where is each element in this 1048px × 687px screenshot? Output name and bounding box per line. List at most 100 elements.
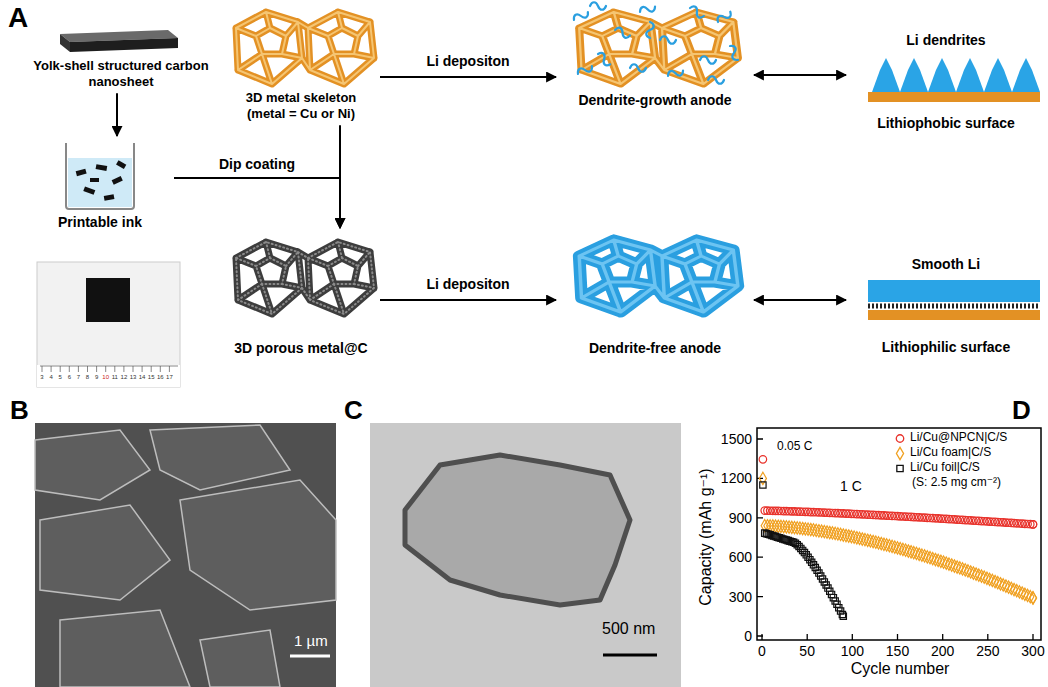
sem-image bbox=[60, 610, 190, 687]
figure-label: 200 bbox=[931, 643, 954, 659]
ink-beaker bbox=[96, 164, 108, 171]
tem-image bbox=[405, 455, 630, 605]
figure-label: 300 bbox=[1021, 643, 1044, 659]
tem-image bbox=[603, 654, 657, 657]
figure-label: 0 bbox=[758, 643, 766, 659]
dendrite-growth-anode bbox=[572, 2, 741, 84]
ink-photo bbox=[40, 366, 178, 372]
dendrite-surface bbox=[1012, 58, 1040, 92]
chart-axes bbox=[757, 428, 1041, 640]
sem-image bbox=[40, 505, 170, 600]
dendrite-growth-anode bbox=[614, 26, 632, 39]
data-point bbox=[759, 472, 766, 484]
ruler-number: 14 bbox=[139, 374, 146, 381]
porous-metal-carbon bbox=[236, 242, 374, 314]
figure-label: 0 bbox=[744, 628, 752, 644]
ink-beaker bbox=[76, 169, 87, 176]
ruler-number: 17 bbox=[166, 374, 173, 381]
ink-beaker bbox=[104, 194, 115, 201]
legend-marker bbox=[896, 435, 903, 472]
sem-image bbox=[200, 630, 280, 687]
figure-label: 300 bbox=[729, 589, 752, 605]
node-label: Smooth Li bbox=[912, 256, 980, 273]
panel-letter: D bbox=[1012, 396, 1031, 426]
dendrite-surface bbox=[900, 58, 928, 92]
figure-label: 1200 bbox=[721, 470, 752, 486]
ink-photo bbox=[86, 278, 130, 322]
figure-node: Printable ink bbox=[30, 140, 170, 231]
dendrite-surface bbox=[956, 58, 984, 92]
arrow-connector bbox=[380, 76, 556, 78]
porous-metal-carbon bbox=[236, 242, 374, 314]
dendrite-growth-anode bbox=[708, 76, 724, 84]
dendrite-growth-anode bbox=[639, 3, 657, 16]
carbon-nanosheet bbox=[70, 38, 178, 52]
data-point bbox=[1029, 521, 1036, 528]
ruler-number: 15 bbox=[148, 374, 155, 381]
porous-metal-carbon bbox=[236, 242, 374, 314]
dendrite-growth-anode bbox=[700, 56, 716, 64]
sem-image bbox=[35, 423, 336, 687]
ruler-number: 10 bbox=[102, 374, 109, 381]
figure-label: (S: 2.5 mg cm⁻²) bbox=[912, 476, 1001, 490]
legend-marker bbox=[896, 447, 903, 459]
node-label: Dendrite-free anode bbox=[589, 340, 721, 357]
arrow-connector bbox=[380, 299, 556, 301]
node-label: Li dendrites bbox=[906, 32, 985, 49]
figure-label: 100 bbox=[841, 643, 864, 659]
figure-label: 150 bbox=[886, 643, 909, 659]
figure-label: 1 C bbox=[840, 478, 862, 494]
figure-node: Dendrite-growth anode bbox=[560, 8, 750, 109]
figure-node: Dendrite-free anode bbox=[560, 232, 750, 357]
figure-label: 500 nm bbox=[602, 620, 655, 638]
chart-axes bbox=[757, 428, 1041, 640]
arrow-connector bbox=[754, 299, 846, 301]
edge-label: Li depositon bbox=[426, 276, 509, 292]
carbon-nanosheet bbox=[60, 34, 70, 52]
figure-node: Yolk-shell structured carbon nanosheet bbox=[5, 26, 237, 89]
dendrite-growth-anode bbox=[646, 22, 654, 38]
dendrite-free-anode bbox=[579, 240, 738, 312]
ruler-number: 4 bbox=[49, 374, 52, 381]
sem-image bbox=[180, 480, 336, 610]
ink-photo bbox=[37, 262, 180, 387]
data-point bbox=[1029, 521, 1036, 528]
node-label: Printable ink bbox=[58, 214, 142, 231]
dendrite-surface bbox=[872, 58, 900, 92]
dendrite-growth-anode bbox=[630, 64, 646, 72]
tem-image bbox=[370, 423, 681, 687]
arrow-connector bbox=[754, 74, 846, 76]
dendrite-growth-anode bbox=[667, 67, 685, 80]
dendrite-growth-anode bbox=[596, 51, 613, 67]
figure-part bbox=[117, 75, 846, 300]
ink-photo bbox=[37, 262, 180, 387]
ink-beaker bbox=[66, 143, 134, 209]
figure-label: 50 bbox=[799, 643, 815, 659]
sem-image bbox=[150, 425, 290, 490]
figure-node: 3D porous metal@C bbox=[226, 232, 376, 357]
arrow-connector bbox=[174, 178, 340, 228]
figure-label: 1 µm bbox=[294, 632, 328, 649]
figure-label: Capacity (mAh g⁻¹) bbox=[697, 468, 715, 605]
chart-axes bbox=[757, 439, 1033, 640]
figure-node: Li dendritesLithiophobic surface bbox=[850, 32, 1042, 132]
node-label: Dendrite-growth anode bbox=[578, 92, 731, 109]
node-label: Lithiophobic surface bbox=[877, 115, 1015, 132]
dendrite-growth-anode bbox=[579, 12, 738, 84]
arrow-connector bbox=[116, 93, 118, 136]
dendrite-growth-anode bbox=[716, 9, 733, 25]
ink-beaker bbox=[83, 186, 95, 194]
ruler-number: 9 bbox=[95, 374, 98, 381]
sem-image bbox=[35, 425, 336, 687]
ink-beaker bbox=[66, 143, 134, 209]
dendrite-surface bbox=[984, 58, 1012, 92]
ruler-number: 7 bbox=[77, 374, 80, 381]
metal-skeleton bbox=[236, 12, 374, 84]
sem-image bbox=[290, 655, 330, 658]
metal-skeleton bbox=[236, 12, 374, 84]
panel-letter: B bbox=[10, 396, 29, 426]
node-label: Lithiophilic surface bbox=[882, 339, 1010, 356]
dendrite-free-anode bbox=[579, 240, 738, 312]
dendrite-growth-anode bbox=[579, 12, 738, 84]
data-point bbox=[759, 456, 766, 463]
